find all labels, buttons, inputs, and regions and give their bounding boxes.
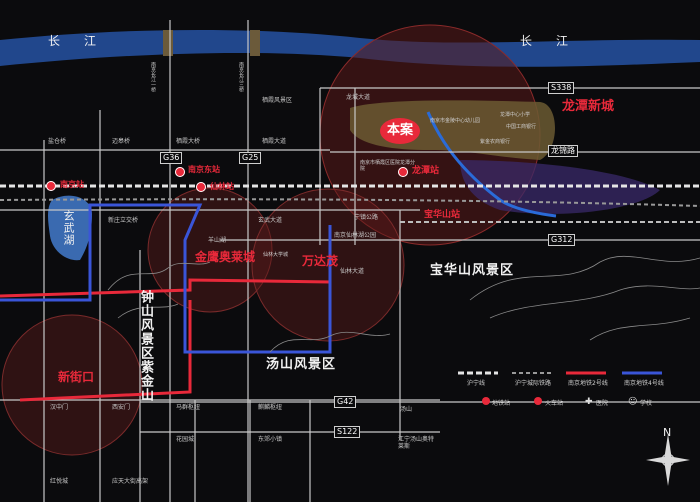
river-label-left: 长 江	[48, 34, 103, 48]
project-marker: 本案	[380, 118, 420, 144]
place-hongyue: 红悦城	[50, 478, 69, 485]
legend-school-mark: ☺	[628, 396, 637, 407]
legend-hospital-mark: ✚	[585, 397, 593, 407]
area-xinjiekou: 新街口	[58, 370, 95, 384]
place-ningzhen: 宁镇公路	[354, 214, 379, 221]
station-nanjing-east-marker	[175, 167, 185, 177]
poi-primary-school: 龙潭中心小学	[500, 112, 531, 118]
station-baohuashan-label: 宝华山站	[424, 210, 461, 220]
place-yangshan-lake: 羊山湖	[208, 237, 227, 244]
legend-huning: 沪宁线	[467, 380, 486, 387]
station-xianlin-label: 仙林站	[210, 182, 234, 191]
place-yingtian: 应天大街高架	[112, 478, 149, 485]
place-xianlin-avenue: 仙林大道	[340, 268, 365, 275]
area-wanda: 万达茂	[302, 254, 339, 268]
metro-line-4	[0, 203, 332, 354]
station-nanjing-east-label: 南京东站	[188, 165, 220, 174]
place-qixiadaqiao: 栖霞大桥	[176, 138, 201, 145]
area-longtan: 龙潭新城	[562, 99, 615, 114]
legend-intercity: 沪宁城际铁路	[515, 380, 552, 387]
area-baohuashan: 宝华山风景区	[430, 263, 515, 278]
metro-line-2b	[19, 300, 192, 402]
poi-hospital: 南京市栖霞区医院龙潭分院	[360, 160, 416, 172]
legend-metro-station-mark	[482, 397, 490, 405]
place-xianlin-park: 南京仙林湖公园	[334, 232, 377, 239]
legend-train-station-mark	[534, 397, 542, 405]
mountain-tangshan	[269, 331, 391, 353]
xuanwu-lake-shape	[48, 195, 92, 261]
bridge-2-label: 南京长江三桥	[238, 62, 244, 92]
circle-wanda	[251, 188, 405, 342]
road-tag-g312: G312	[548, 234, 576, 246]
poi-rcb: 紫金农商银行	[480, 139, 511, 145]
river-branch	[426, 111, 557, 218]
bridge-1-label: 南京长江一桥	[150, 62, 156, 92]
place-dongjiao: 东郊小镇	[258, 436, 283, 443]
station-nanjing-label: 南京站	[60, 180, 84, 189]
poi-kindergarten: 南京市金陵中心幼儿园	[430, 118, 481, 124]
station-longtan-label: 龙潭站	[412, 166, 440, 176]
road-tag-s122: S122	[334, 426, 361, 438]
river-label-right: 长 江	[520, 34, 575, 48]
area-jinying: 金鹰奥莱城	[195, 250, 256, 264]
mountain-zhongshan	[107, 261, 211, 319]
place-maqun: 马群枢纽	[176, 404, 201, 411]
legend-school: 学校	[640, 400, 653, 407]
area-zhongshan: 钟山风景区紫金山	[138, 290, 153, 402]
legend-swatches: ✚ ☺	[458, 371, 662, 407]
legend-hospital: 医院	[596, 400, 609, 407]
place-longcheng-avenue: 龙城大道	[346, 94, 371, 101]
project-area	[350, 100, 555, 160]
place-xianmen: 西安门	[112, 404, 131, 411]
road-tag-s338: S338	[548, 82, 575, 94]
place-qixia-avenue: 栖霞大道	[262, 138, 287, 145]
place-xuanwu-avenue: 玄武大道	[258, 217, 283, 224]
place-hanzhongmen: 汉中门	[50, 404, 69, 411]
legend-metro4: 南京地铁4号线	[624, 380, 664, 387]
place-jiangning-outlets: 江宁汤山奥特莱斯	[398, 436, 435, 450]
place-xianlin-university: 仙林大学城	[263, 252, 289, 258]
place-tangshan: 汤山	[400, 406, 413, 413]
compass-north: N	[663, 426, 673, 439]
mountain-baohua	[469, 255, 700, 341]
station-nanjing-marker	[46, 181, 56, 191]
place-qilin: 麒麟枢纽	[258, 404, 283, 411]
place-maigaoqiao: 迈皋桥	[112, 138, 131, 145]
road-tag-g25: G25	[239, 152, 262, 164]
station-xianlin-marker	[196, 182, 206, 192]
area-tangshan: 汤山风景区	[266, 357, 337, 372]
circle-xinjiekou	[1, 314, 143, 456]
area-xuanwu-lake: 玄武湖	[62, 210, 75, 246]
place-yancang: 盐仓桥	[48, 138, 67, 145]
bridge-1	[163, 30, 173, 56]
legend-metro-station: 地铁站	[492, 400, 511, 407]
bridge-2	[250, 30, 260, 56]
poi-icbc: 中国工商银行	[506, 124, 537, 130]
yangtze-river	[0, 29, 700, 67]
road-tag-g36: G36	[160, 152, 183, 164]
rail-intercity	[0, 198, 700, 207]
place-xinzhuang: 新庄立交桥	[108, 217, 139, 224]
compass-rose	[646, 434, 690, 486]
legend-metro2: 南京地铁2号线	[568, 380, 608, 387]
road-tag-g42: G42	[334, 396, 357, 408]
legend-train-station: 火车站	[545, 400, 564, 407]
station-longtan-marker	[398, 167, 408, 177]
road-tag-longjing: 龙锦路	[548, 145, 578, 157]
place-huayuancheng: 花园城	[176, 436, 195, 443]
place-qixia-scenic: 栖霞风景区	[262, 97, 293, 104]
